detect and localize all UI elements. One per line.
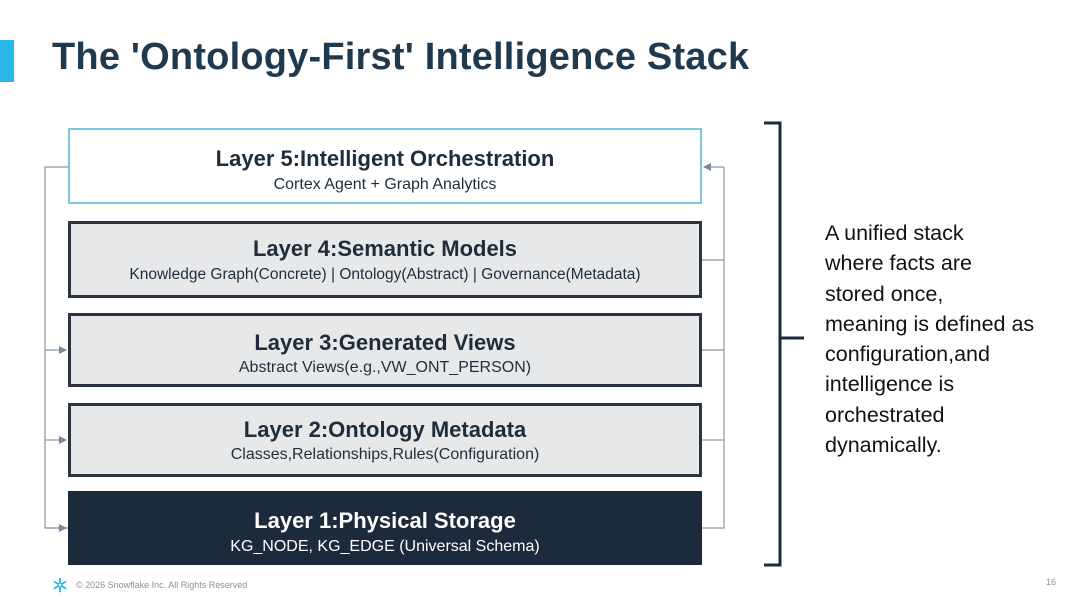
title-accent-bar [0,40,14,82]
page-number: 16 [1045,577,1056,587]
slide-title: The 'Ontology-First' Intelligence Stack [52,36,750,78]
layer-1-box: Layer 1:Physical Storage KG_NODE, KG_EDG… [68,491,702,565]
layer-3-box: Layer 3:Generated Views Abstract Views(e… [68,313,702,387]
layer-5-subtitle: Cortex Agent + Graph Analytics [273,176,497,193]
left-connector-line [44,166,68,529]
layer-4-box: Layer 4:Semantic Models Knowledge Graph(… [68,221,702,298]
footer-copyright: © 2026 Snowflake Inc. All Rights Reserve… [76,580,248,590]
layer-5-title: Layer 5:Intelligent Orchestration [215,146,555,171]
layer-2-title: Layer 2:Ontology Metadata [243,417,527,442]
layer-1-subtitle: KG_NODE, KG_EDGE (Universal Schema) [230,538,540,555]
layer-3-title: Layer 3:Generated Views [254,330,516,355]
layer-2-box: Layer 2:Ontology Metadata Classes,Relati… [68,403,702,477]
layer-2-subtitle: Classes,Relationships,Rules(Configuratio… [230,446,540,463]
footer: © 2026 Snowflake Inc. All Rights Reserve… [52,577,247,593]
layer-5-box: Layer 5:Intelligent Orchestration Cortex… [68,128,702,204]
snowflake-logo-icon [53,577,67,593]
summary-bracket [764,121,804,567]
layer-4-title: Layer 4:Semantic Models [252,236,518,261]
layer-3-subtitle: Abstract Views(e.g.,VW_ONT_PERSON) [238,359,532,376]
summary-text: A unified stack where facts are stored o… [825,221,1035,458]
layer-1-title: Layer 1:Physical Storage [254,508,516,533]
layer-4-subtitle: Knowledge Graph(Concrete) | Ontology(Abs… [129,266,641,283]
right-connector-line [702,167,725,529]
